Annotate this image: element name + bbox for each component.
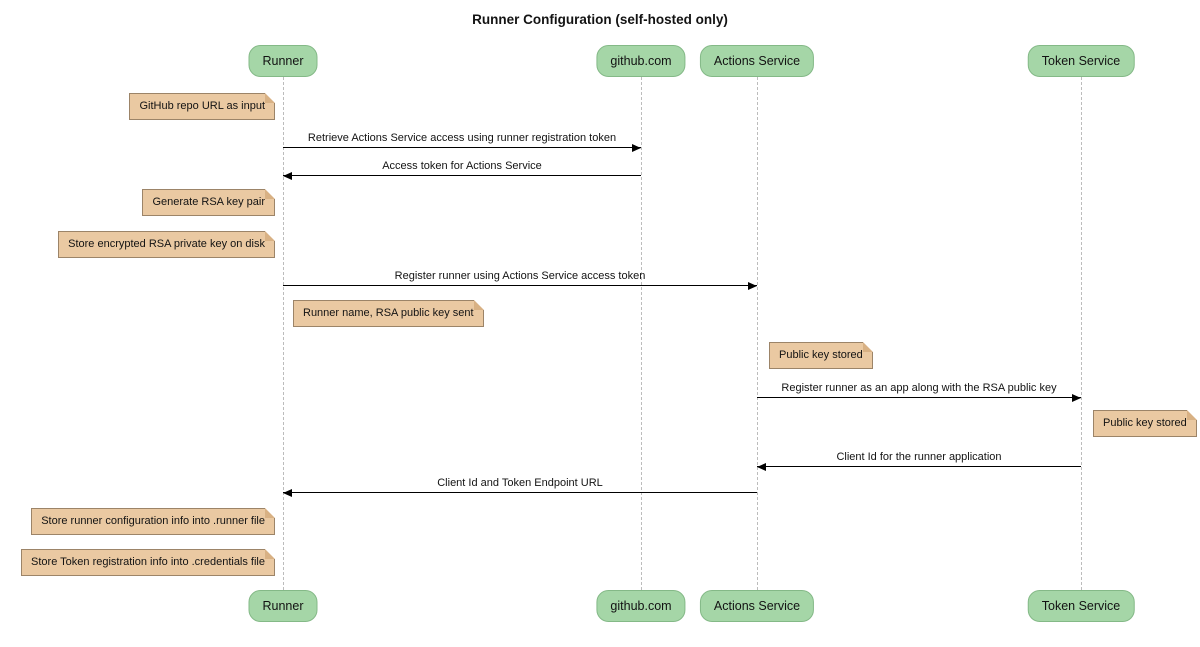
message-client-id-token-endpoint: Client Id and Token Endpoint URL [283,477,757,497]
message-label: Register runner as an app along with the… [781,382,1057,394]
message-line [283,171,641,180]
lifeline-actions-service [757,77,758,590]
note-store-credentials-file: Store Token registration info into .cred… [21,549,275,576]
note-generate-rsa-key-pair: Generate RSA key pair [142,189,275,216]
message-line [757,462,1081,471]
participant-token-service-top: Token Service [1027,45,1135,77]
arrowhead-left-icon [757,462,766,471]
message-line [283,488,757,497]
participant-actions-service-bottom: Actions Service [699,590,815,622]
participant-runner-bottom: Runner [248,590,318,622]
message-line [283,281,757,290]
message-register-runner: Register runner using Actions Service ac… [283,270,757,290]
arrowhead-right-icon [748,281,757,290]
note-public-key-stored-actions: Public key stored [769,342,873,369]
participant-github-top: github.com [596,45,686,77]
note-github-repo-url-input: GitHub repo URL as input [129,93,275,120]
message-label: Access token for Actions Service [382,160,542,172]
note-store-runner-file: Store runner configuration info into .ru… [31,508,275,535]
message-label: Register runner using Actions Service ac… [394,270,646,282]
lifeline-token-service [1081,77,1082,590]
message-label: Client Id and Token Endpoint URL [437,477,603,489]
diagram-title: Runner Configuration (self-hosted only) [472,12,728,27]
message-retrieve-actions-access: Retrieve Actions Service access using ru… [283,132,641,152]
message-client-id-runner-app: Client Id for the runner application [757,451,1081,471]
message-label: Retrieve Actions Service access using ru… [307,132,617,144]
arrowhead-right-icon [632,143,641,152]
note-runner-name-public-key-sent: Runner name, RSA public key sent [293,300,484,327]
participant-github-bottom: github.com [596,590,686,622]
message-access-token: Access token for Actions Service [283,160,641,180]
participant-actions-service-top: Actions Service [699,45,815,77]
arrowhead-right-icon [1072,393,1081,402]
message-line [757,393,1081,402]
message-register-runner-as-app: Register runner as an app along with the… [757,382,1081,402]
note-store-encrypted-private-key: Store encrypted RSA private key on disk [58,231,275,258]
participant-token-service-bottom: Token Service [1027,590,1135,622]
arrowhead-left-icon [283,488,292,497]
participant-runner-top: Runner [248,45,318,77]
lifeline-github [641,77,642,590]
message-line [283,143,641,152]
lifeline-runner [283,77,284,590]
arrowhead-left-icon [283,171,292,180]
message-label: Client Id for the runner application [836,451,1002,463]
note-public-key-stored-token: Public key stored [1093,410,1197,437]
